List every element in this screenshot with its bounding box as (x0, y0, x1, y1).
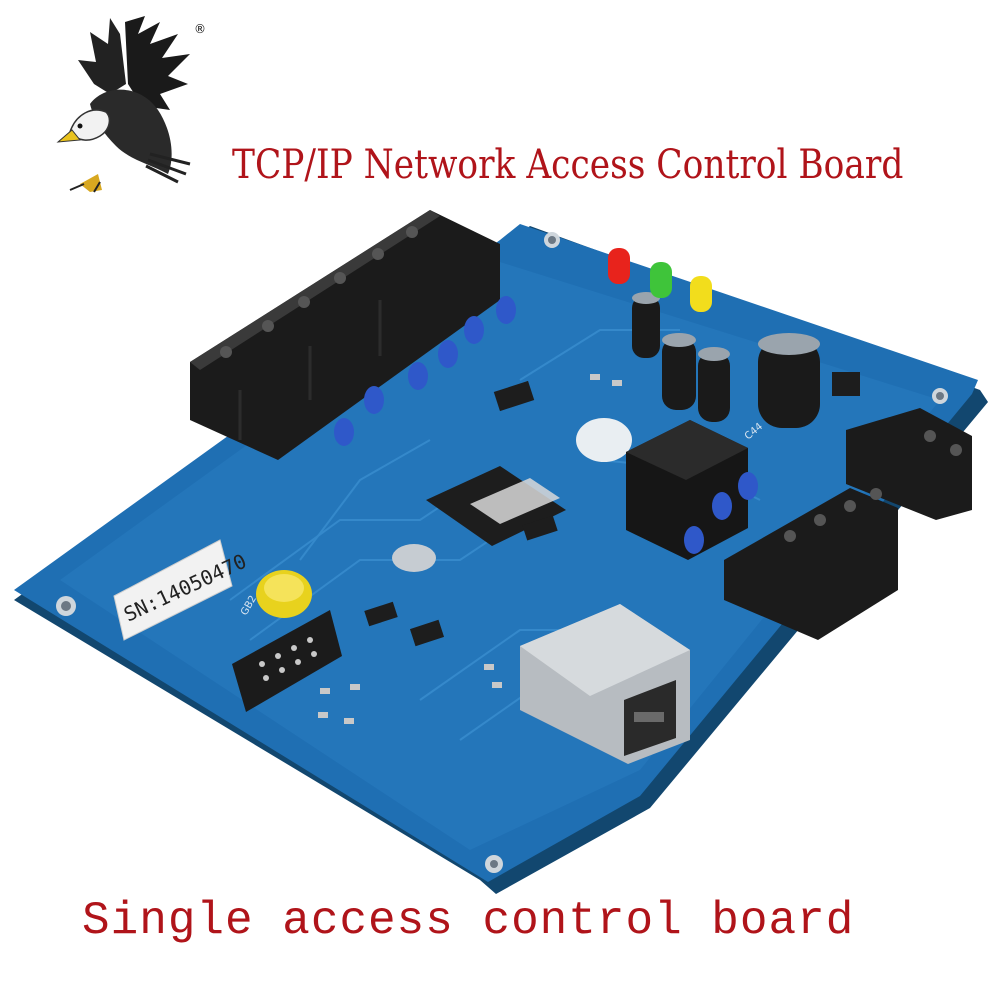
pcb-surface (14, 224, 978, 882)
serial-label-sticker (113, 539, 233, 641)
terminal-block-right-bottom (724, 488, 898, 640)
crystal-oscillator (392, 544, 436, 572)
status-leds (608, 248, 712, 312)
ethernet-port (520, 604, 690, 764)
page-title: TCP/IP Network Access Control Board (232, 142, 904, 188)
terminal-block-top-left (190, 210, 500, 460)
caption-text: Single access control board (82, 895, 855, 947)
mounting-holes (56, 232, 948, 873)
ceramic-capacitors (334, 296, 758, 554)
registered-mark: ® (194, 22, 206, 36)
eagle-logo-icon (56, 16, 191, 193)
capacitors (632, 292, 820, 428)
pin-header-connector (232, 610, 342, 712)
